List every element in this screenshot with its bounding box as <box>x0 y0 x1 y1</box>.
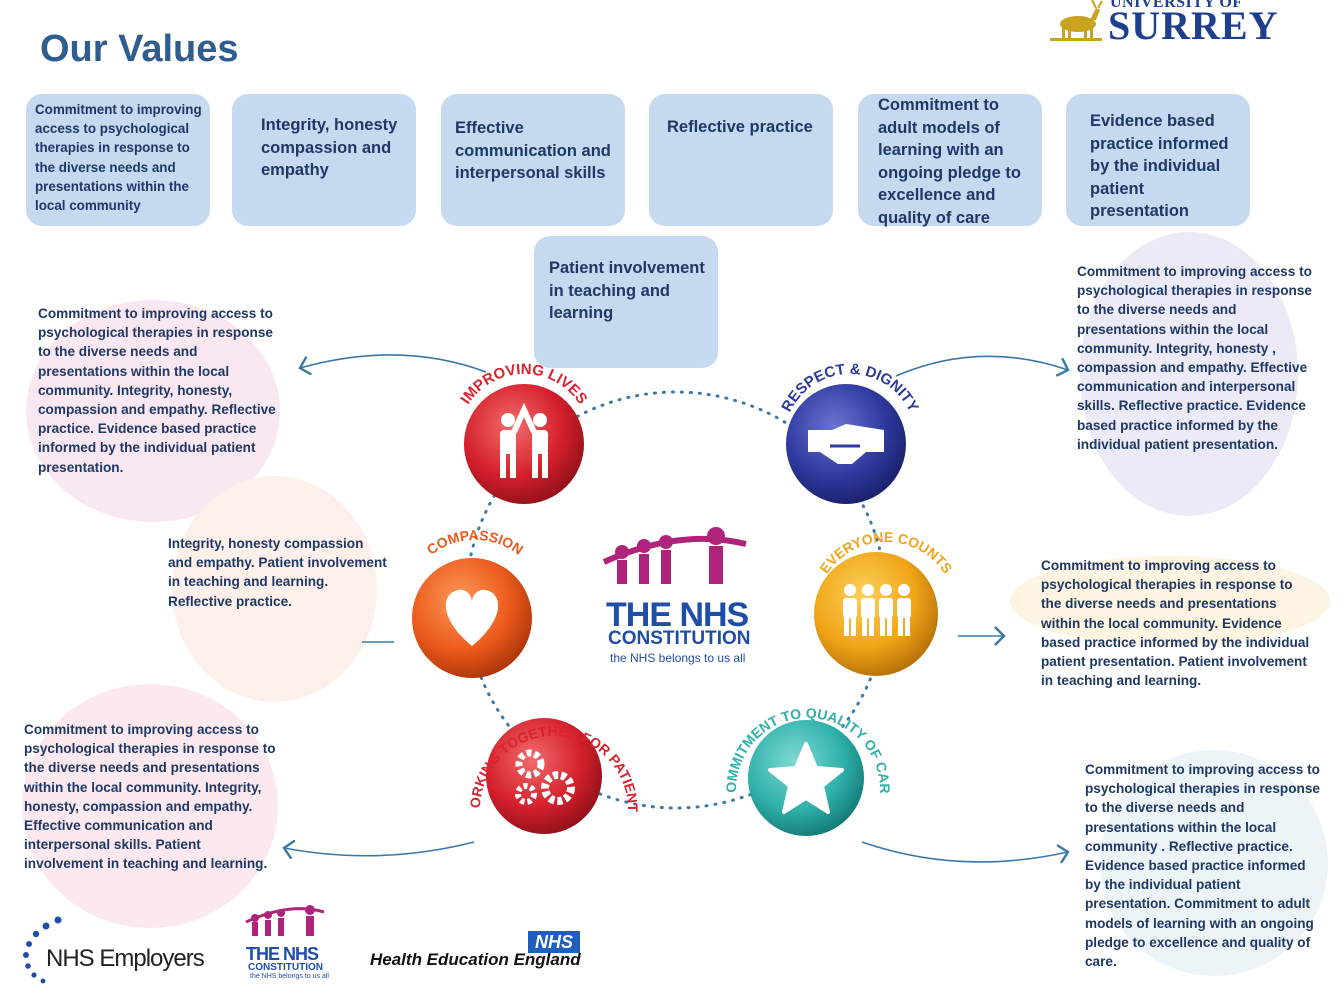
working-together-ball <box>486 718 602 834</box>
callout-everyone-counts: Commitment to improving access to psycho… <box>1041 558 1310 689</box>
constitution-small-tagline: the NHS belongs to us all <box>250 973 329 980</box>
gears-icon <box>515 749 575 805</box>
value-box-text: Effective communication and interpersona… <box>455 119 611 183</box>
value-box-evidence: Evidence based practice informed by the … <box>1066 94 1250 226</box>
constitution-small-subtitle: CONSTITUTION <box>248 962 323 973</box>
callout-compassion: Integrity, honesty compassion and empath… <box>168 536 387 609</box>
callout-blob-compassion <box>172 476 377 702</box>
callout-working-together: Commitment to improving access to psycho… <box>24 722 276 872</box>
value-box-text: Integrity, honesty compassion and empath… <box>261 116 398 180</box>
stag-logo-icon <box>1050 0 1103 41</box>
value-box-communication: Effective communication and interpersona… <box>441 94 625 226</box>
handshake-icon <box>808 424 884 464</box>
value-box-text: Evidence based practice informed by the … <box>1090 112 1229 221</box>
nhs-employers-logo: NHS Employers <box>46 945 205 972</box>
callout-blob-everyone <box>1010 556 1330 646</box>
star-icon <box>768 742 844 814</box>
value-box-integrity: Integrity, honesty compassion and empath… <box>232 94 416 226</box>
university-label: UNIVERSITY OF <box>1110 0 1243 11</box>
value-box-patient-involvement: Patient involvement in teaching and lear… <box>534 236 718 368</box>
value-box-text: Reflective practice <box>667 118 813 136</box>
callout-improving-lives: Commitment to improving access to psycho… <box>38 306 276 475</box>
value-box-text: Commitment to adult models of learning w… <box>878 96 1021 227</box>
callout-blob-respect <box>1080 232 1298 516</box>
value-box-access: Commitment to improving access to psycho… <box>26 94 210 226</box>
value-box-text: Commitment to improving access to psycho… <box>35 102 202 214</box>
constitution-subtitle: CONSTITUTION <box>608 628 751 649</box>
health-education-england-logo: Health Education England <box>370 950 581 969</box>
value-box-reflective: Reflective practice <box>649 94 833 226</box>
nhs-constitution-small-icon <box>245 905 325 936</box>
value-box-adult-learning: Commitment to adult models of learning w… <box>858 94 1042 227</box>
university-name: SURREY <box>1108 3 1279 48</box>
callout-respect-dignity: Commitment to improving access to psycho… <box>1077 264 1312 452</box>
constitution-tagline: the NHS belongs to us all <box>610 651 746 665</box>
value-box-text: Patient involvement in teaching and lear… <box>549 259 705 323</box>
page-title: Our Values <box>40 28 239 70</box>
callout-blob-working <box>22 684 278 928</box>
nhs-badge: NHS <box>528 931 580 953</box>
nhs-constitution-people-icon <box>602 527 747 584</box>
people-high-five-icon <box>500 402 548 478</box>
everyone-counts-ball <box>814 552 938 676</box>
improving-lives-ball <box>464 384 584 504</box>
label-compassion: COMPASSION <box>424 527 527 558</box>
callout-blob-quality <box>1100 750 1328 976</box>
heart-icon <box>445 589 499 646</box>
constitution-title: THE NHS <box>606 596 749 634</box>
svg-text:COMPASSION: COMPASSION <box>424 527 527 558</box>
callout-commitment-quality: Commitment to improving access to psycho… <box>1085 762 1320 970</box>
people-group-icon <box>843 584 911 636</box>
constitution-small-title: THE NHS <box>246 944 319 964</box>
nhs-employers-dots-icon <box>23 916 62 984</box>
